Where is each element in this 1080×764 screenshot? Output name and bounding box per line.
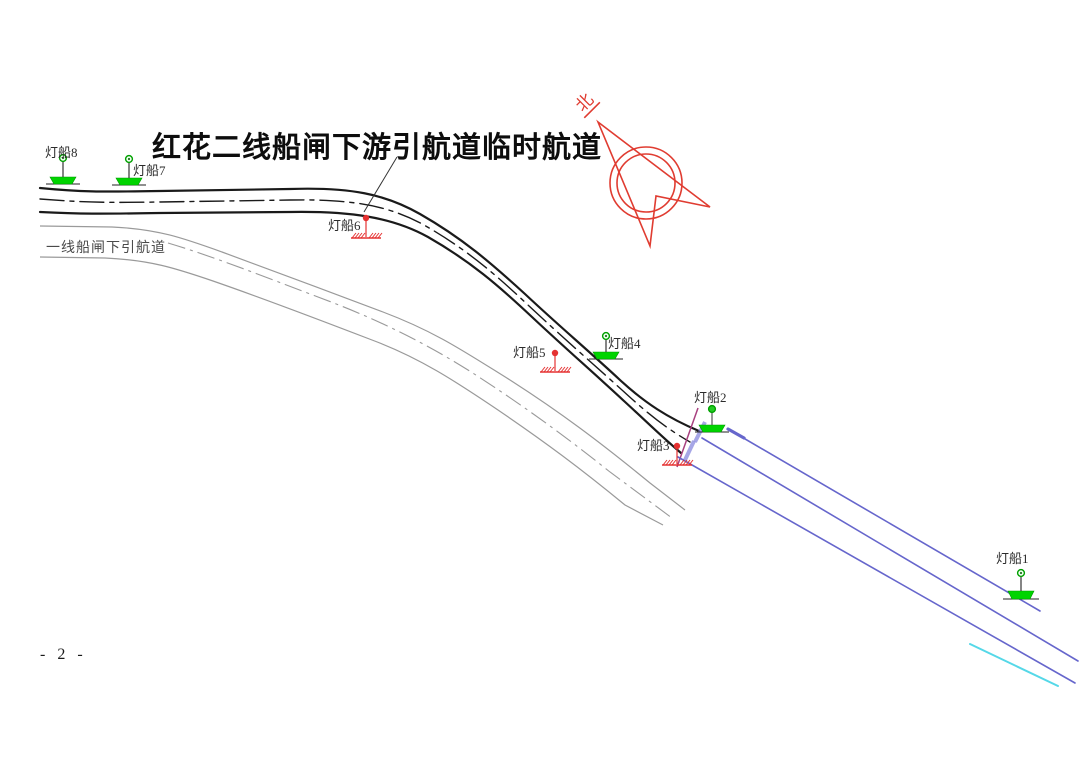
lightship-6-label: 灯船6 bbox=[328, 218, 361, 233]
title-leader-line bbox=[363, 156, 398, 213]
blue-line-3 bbox=[677, 456, 1076, 684]
drawing-title: 红花二线船闸下游引航道临时航道 bbox=[152, 132, 603, 164]
page-number: - 2 - bbox=[40, 646, 87, 663]
lightship-4-symbol bbox=[589, 331, 623, 360]
mast-light-dot bbox=[128, 158, 130, 160]
lightship-1-label: 灯船1 bbox=[996, 551, 1029, 566]
red-lightships bbox=[351, 214, 694, 466]
hull bbox=[49, 176, 77, 185]
lightship-7-label: 灯船7 bbox=[133, 163, 166, 178]
ground-hatch bbox=[662, 459, 694, 466]
temporary-channel-centerline bbox=[39, 198, 691, 443]
lightship-3-label: 灯船3 bbox=[637, 438, 670, 453]
compass-north-underline bbox=[583, 101, 601, 119]
lightship-5-label: 灯船5 bbox=[513, 345, 546, 360]
lightship-2-label: 灯船2 bbox=[694, 390, 727, 405]
lightship-3-symbol bbox=[662, 442, 694, 466]
green-lightships bbox=[46, 153, 1039, 600]
lightship-7-symbol bbox=[112, 154, 146, 186]
temporary-channel-lines bbox=[38, 186, 701, 455]
north-compass-icon: 北 bbox=[572, 90, 711, 250]
blue-line-2 bbox=[701, 437, 1079, 662]
cyan-line bbox=[969, 643, 1059, 687]
lightship-6-symbol bbox=[351, 214, 383, 239]
channel-end-blue-tick-2 bbox=[683, 440, 696, 461]
first-line-channel-label: 一线船闸下引航道 bbox=[46, 241, 166, 256]
hull bbox=[592, 351, 620, 360]
blue-line-1-arrow bbox=[726, 427, 746, 440]
hull bbox=[115, 177, 143, 186]
lightship-8-label: 灯船8 bbox=[45, 145, 78, 160]
downstream-reach-lines bbox=[677, 427, 1079, 687]
hull bbox=[1007, 590, 1035, 600]
channel-end-violet-line bbox=[676, 407, 699, 468]
compass-arrow bbox=[596, 119, 711, 250]
compass-north-label-group: 北 bbox=[572, 90, 601, 119]
lightship-4-label: 灯船4 bbox=[608, 336, 641, 351]
first-line-channel-top-edge bbox=[39, 225, 686, 511]
first-line-channel-centerline bbox=[167, 242, 673, 519]
mast-light bbox=[707, 404, 717, 414]
first-line-channel-bottom-edge bbox=[39, 256, 664, 526]
lightship-2-symbol bbox=[695, 404, 729, 433]
hull bbox=[698, 424, 726, 433]
temporary-channel-bottom-edge bbox=[38, 210, 683, 455]
first-line-channel-lines bbox=[39, 225, 686, 526]
compass-inner-circle bbox=[616, 153, 676, 213]
ground-hatch bbox=[540, 366, 572, 373]
compass-north-label: 北 bbox=[572, 90, 597, 115]
mast-light-dot bbox=[62, 157, 64, 159]
ground-hatch bbox=[351, 232, 383, 239]
compass-outer-circle bbox=[609, 146, 683, 220]
blue-line-1 bbox=[727, 428, 1041, 612]
lightship-1-symbol bbox=[1003, 568, 1039, 600]
mast-light-dot bbox=[1020, 572, 1022, 574]
mast-light-dot bbox=[605, 335, 607, 337]
lightship-5-symbol bbox=[540, 349, 572, 373]
temporary-channel-top-edge bbox=[38, 186, 701, 433]
lightship-8-symbol bbox=[46, 153, 80, 185]
